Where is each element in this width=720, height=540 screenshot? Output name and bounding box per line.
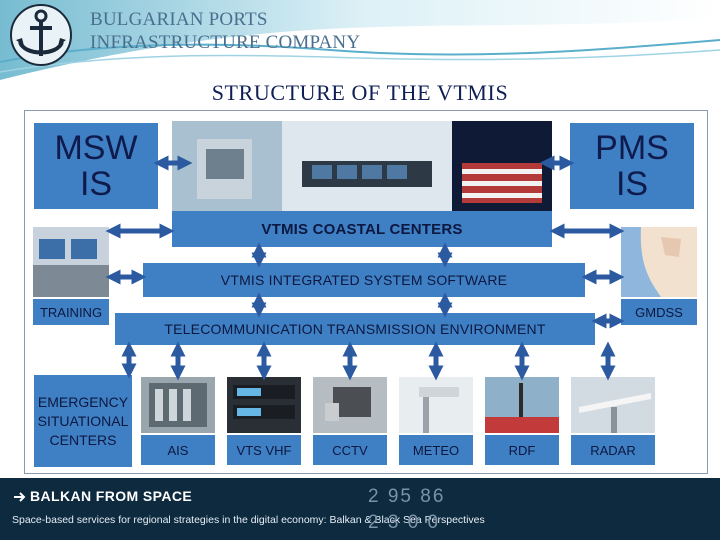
slide-title: STRUCTURE OF THE VTMIS (0, 80, 720, 106)
connector-arrows (25, 111, 707, 473)
vtmis-structure-diagram: MSW IS PMS IS VTMIS COASTAL CENTERS TRAI… (24, 110, 708, 474)
anchor-logo-icon (8, 2, 74, 68)
company-name: BULGARIAN PORTS INFRASTRUCTURE COMPANY (90, 8, 360, 54)
company-name-line2: INFRASTRUCTURE COMPANY (90, 31, 360, 54)
footer-numbers-1: 2 95 86 (368, 486, 445, 508)
company-name-line1: BULGARIAN PORTS (90, 8, 360, 31)
footer-brand: BALKAN FROM SPACE (30, 488, 192, 504)
footer-arrow-icon (12, 490, 26, 504)
footer-numbers-2: 2 3 0 0 (368, 512, 440, 534)
